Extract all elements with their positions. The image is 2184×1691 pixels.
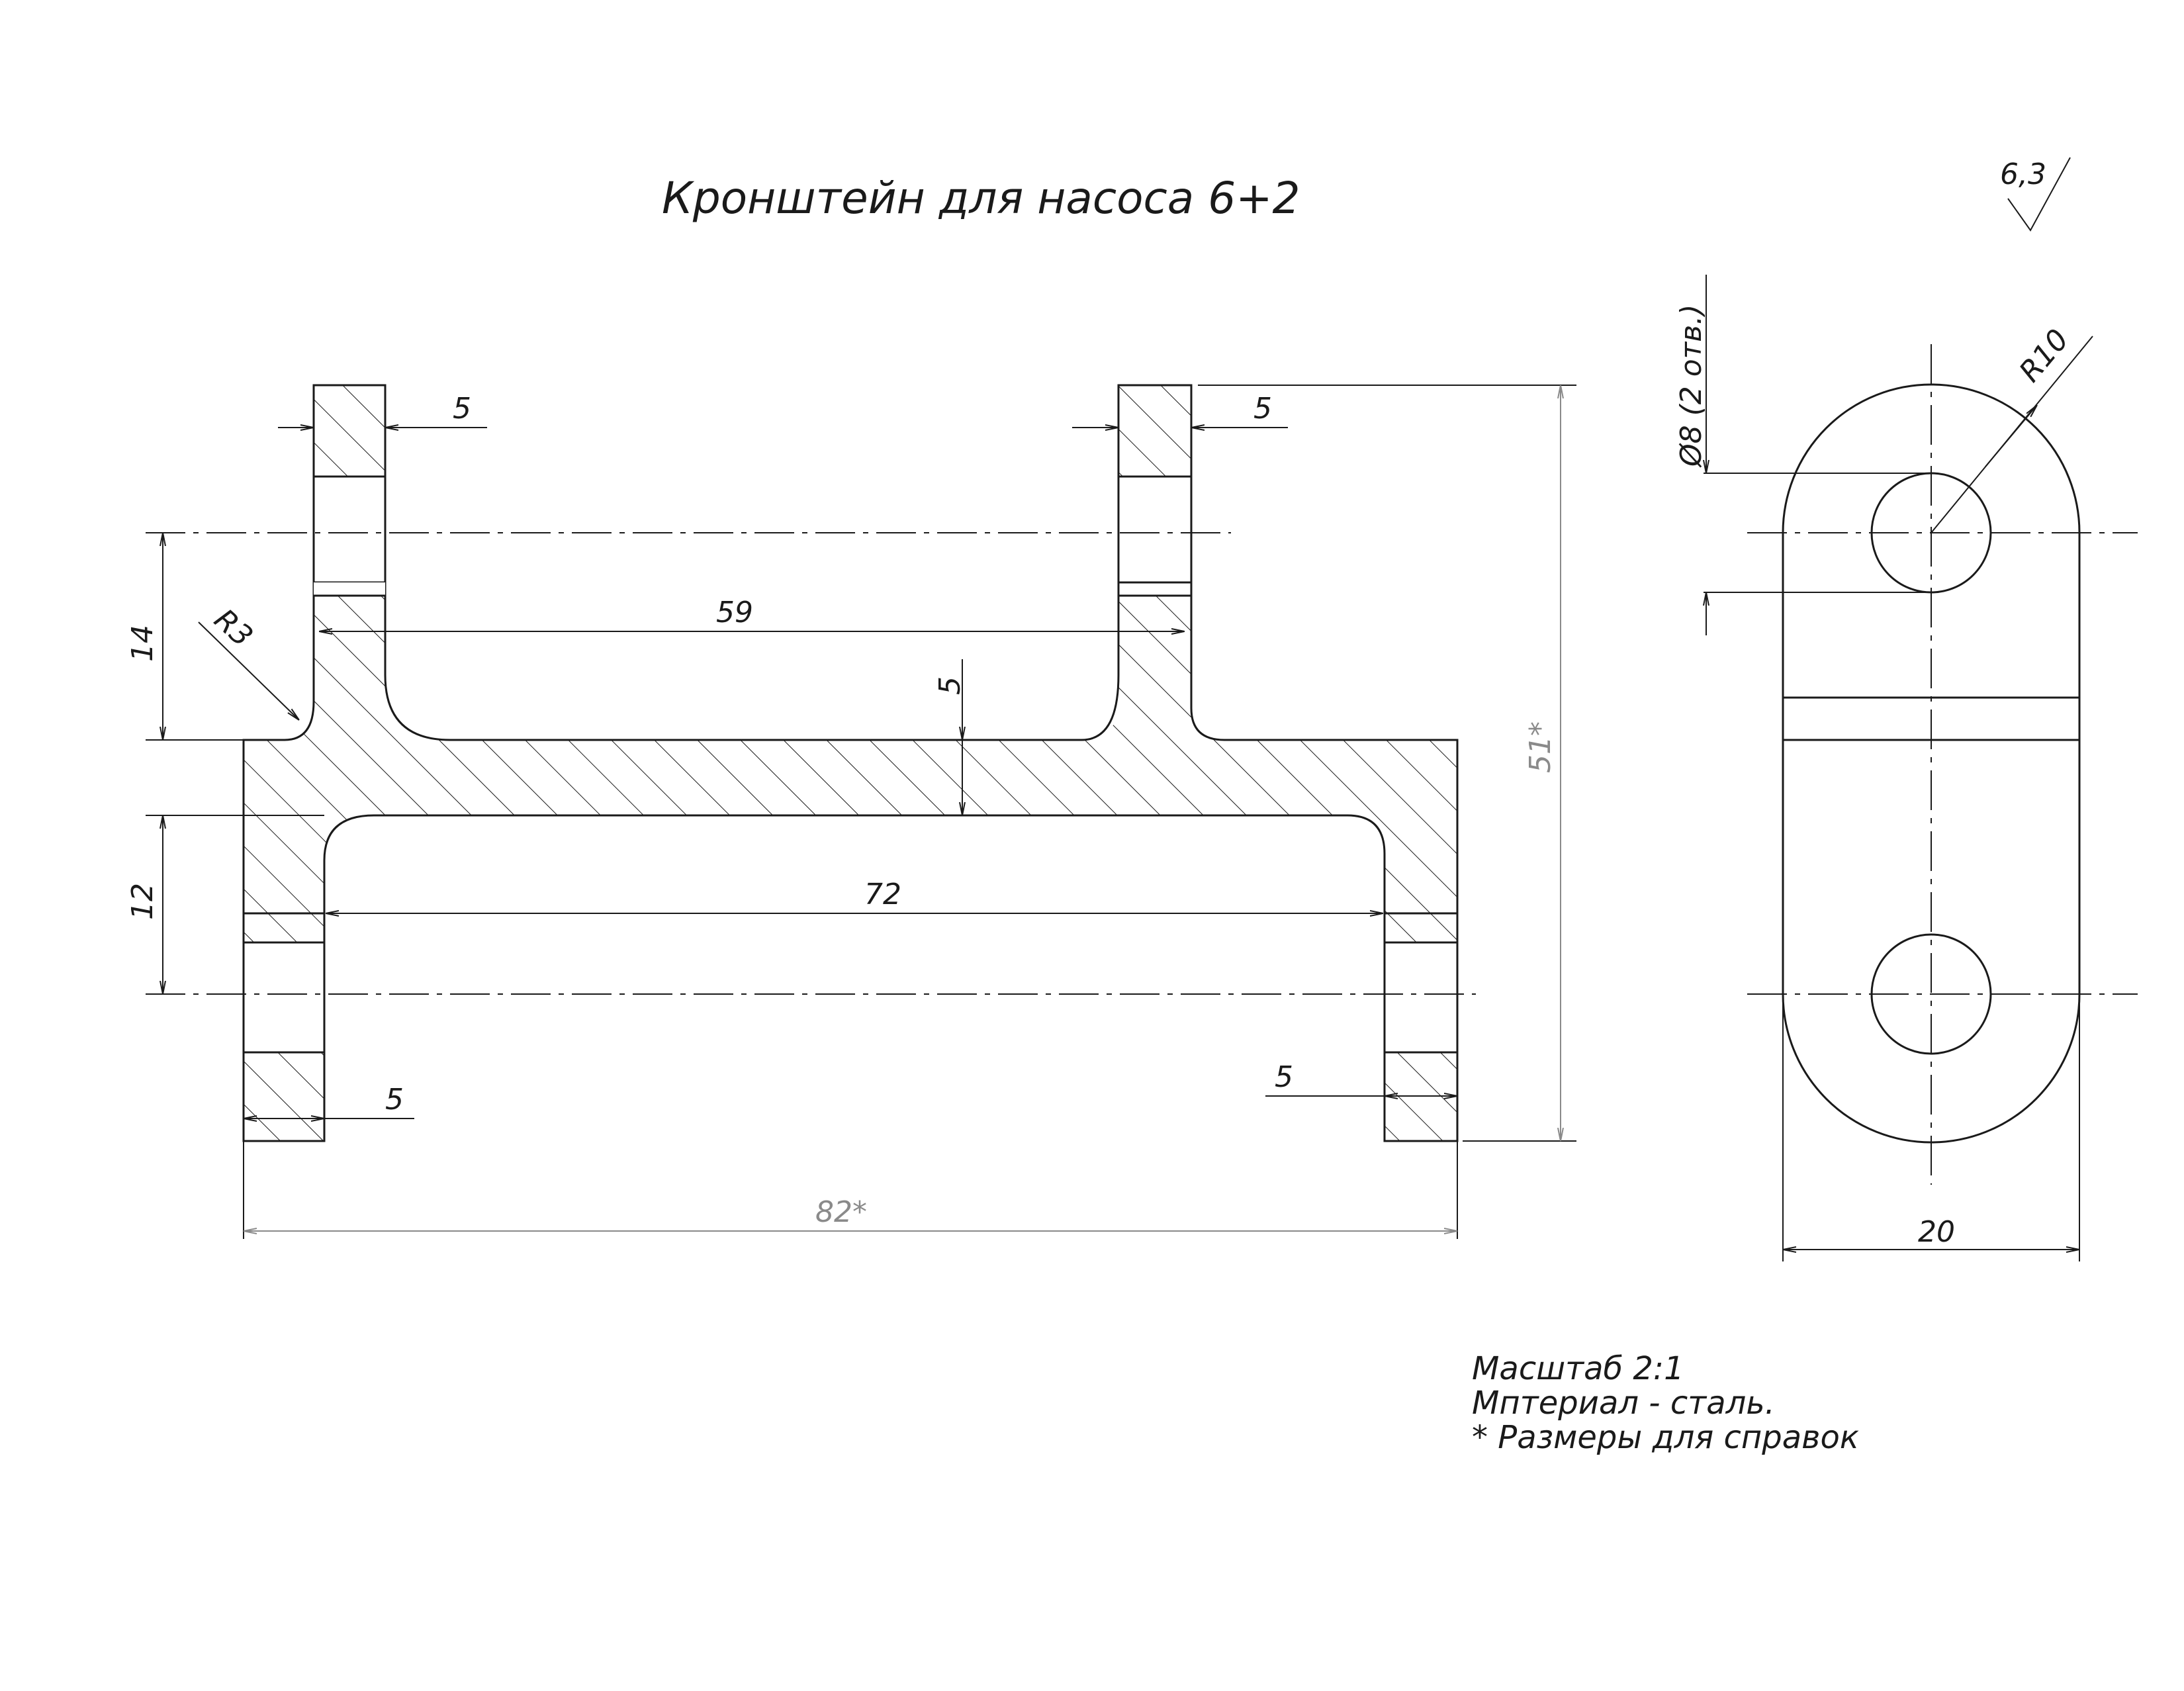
dim-web-thickness-value: 5 [933, 676, 967, 695]
front-section-view: 5 5 R3 14 59 5 [126, 384, 1576, 1239]
dim-flange-bottom-right: 5 [1265, 1060, 1457, 1096]
note-scale: Масштаб 2:1 [1472, 1350, 1684, 1387]
roughness-value: 6,3 [2000, 158, 2046, 191]
side-view: Ø8 (2 отв.) R10 20 [1674, 275, 2138, 1261]
dim-overall-height: 51* [1524, 385, 1561, 1141]
flange-top-right [1117, 384, 1193, 597]
drawing-title: Кронштейн для насоса 6+2 [662, 173, 1300, 224]
dim-height-upper-value: 14 [126, 625, 159, 662]
dim-flange-top-left: 5 [278, 392, 487, 428]
note-reference: * Размеры для справок [1472, 1419, 1859, 1456]
flange-bottom-right [1383, 912, 1459, 1142]
dim-side-width-value: 20 [1918, 1215, 1955, 1249]
dim-flange-bottom-left-value: 5 [385, 1083, 404, 1117]
flange-bottom-left [242, 912, 326, 1142]
dim-inner-top-width-value: 59 [716, 596, 753, 629]
roughness-symbol: 6,3 [2000, 157, 2071, 232]
dim-overall-width-value: 82* [815, 1195, 867, 1229]
dim-overall-height-value: 51* [1524, 721, 1557, 773]
dim-hole-diameter-value: Ø8 (2 отв.) [1674, 304, 1708, 468]
dim-height-lower: 12 [126, 815, 163, 994]
flange-top-left [312, 384, 387, 597]
dim-inner-bottom-width-value: 72 [864, 878, 901, 911]
section-hatching [242, 581, 1459, 915]
dim-height-upper: 14 [126, 533, 163, 740]
dim-radius-fillet-value: R3 [208, 602, 259, 653]
notes: Масштаб 2:1 Мптериал - сталь. * Размеры … [1472, 1350, 1859, 1456]
dim-flange-bottom-right-value: 5 [1275, 1060, 1293, 1094]
note-material: Мптериал - сталь. [1472, 1385, 1775, 1422]
dim-hole-diameter: Ø8 (2 отв.) [1674, 275, 1931, 635]
dim-flange-bottom-left: 5 [244, 1083, 414, 1119]
dim-end-radius: R10 [1931, 323, 2093, 533]
dim-radius-fillet: R3 [198, 602, 299, 720]
dim-side-width: 20 [1782, 999, 2080, 1261]
dim-inner-top-width: 59 [319, 596, 1185, 631]
dim-overall-width: 82* [244, 1195, 1457, 1231]
dim-height-lower-value: 12 [126, 883, 159, 920]
dim-flange-top-right: 5 [1072, 392, 1288, 428]
dim-end-radius-value: R10 [2013, 323, 2075, 388]
dim-inner-bottom-width: 72 [326, 878, 1383, 913]
dim-flange-top-right-value: 5 [1253, 392, 1272, 426]
dim-web-thickness: 5 [933, 659, 967, 815]
dim-flange-top-left-value: 5 [453, 392, 471, 426]
